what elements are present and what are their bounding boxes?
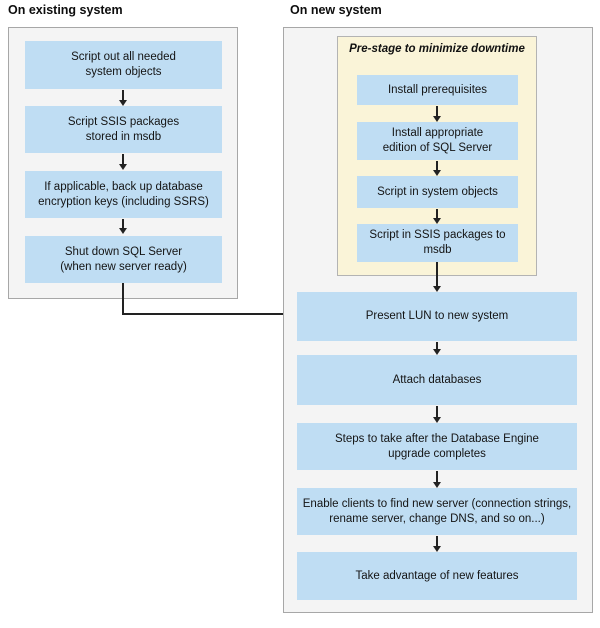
connector-horizontal-line bbox=[122, 313, 290, 315]
step-install-prerequisites: Install prerequisites bbox=[357, 75, 518, 105]
connector-vertical-line bbox=[122, 283, 124, 314]
flow-arrow-down-icon bbox=[119, 219, 127, 234]
prestage-title: Pre-stage to minimize downtime bbox=[349, 43, 525, 55]
step-attach-databases: Attach databases bbox=[297, 355, 577, 405]
flow-arrow-down-icon bbox=[433, 209, 441, 224]
step-script-in-ssis-packages: Script in SSIS packages to msdb bbox=[357, 224, 518, 262]
step-present-lun: Present LUN to new system bbox=[297, 292, 577, 341]
flow-arrow-down-icon bbox=[119, 90, 127, 106]
step-script-out-system-objects: Script out all needed system objects bbox=[25, 41, 222, 89]
flow-arrow-down-icon bbox=[433, 161, 441, 176]
new-system-header: On new system bbox=[290, 3, 382, 17]
step-script-in-system-objects: Script in system objects bbox=[357, 176, 518, 208]
flow-arrow-down-icon bbox=[119, 154, 127, 170]
step-post-upgrade-steps: Steps to take after the Database Engine … bbox=[297, 423, 577, 470]
flow-arrow-down-icon bbox=[433, 406, 441, 423]
step-install-sql-server-edition: Install appropriate edition of SQL Serve… bbox=[357, 122, 518, 160]
flow-arrow-down-icon bbox=[433, 471, 441, 488]
flow-arrow-down-icon bbox=[433, 106, 441, 122]
step-backup-encryption-keys: If applicable, back up database encrypti… bbox=[25, 171, 222, 218]
flow-arrow-down-icon bbox=[433, 536, 441, 552]
step-script-ssis-packages: Script SSIS packages stored in msdb bbox=[25, 106, 222, 153]
step-shutdown-sql-server: Shut down SQL Server (when new server re… bbox=[25, 236, 222, 283]
existing-system-header: On existing system bbox=[8, 3, 123, 17]
step-enable-clients: Enable clients to find new server (conne… bbox=[297, 488, 577, 535]
flow-arrow-down-icon bbox=[433, 342, 441, 355]
step-take-advantage-new-features: Take advantage of new features bbox=[297, 552, 577, 600]
flow-arrow-down-icon bbox=[433, 262, 441, 292]
